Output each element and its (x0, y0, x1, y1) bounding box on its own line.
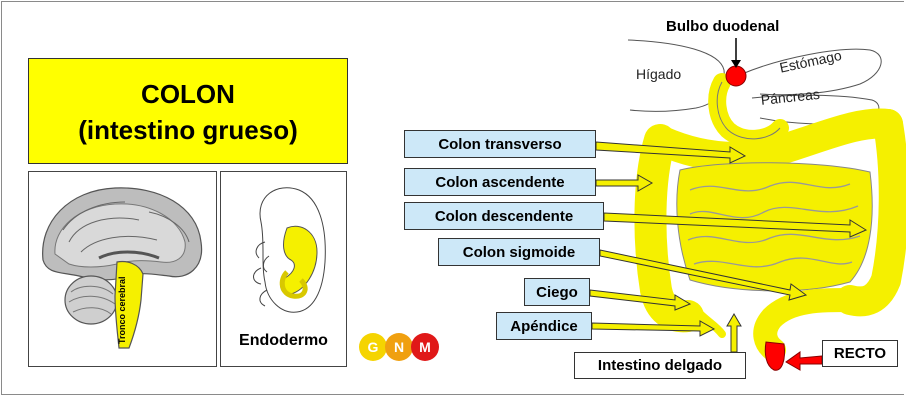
brain-illustration: Tronco cerebral (29, 172, 216, 366)
label-recto: RECTO (822, 340, 898, 367)
label-colon-transverso: Colon transverso (404, 130, 596, 158)
embryo-label: Endodermo (221, 332, 346, 350)
bulbo-duodenal-label: Bulbo duodenal (666, 18, 779, 35)
brain-panel: Tronco cerebral (28, 171, 217, 367)
logo-letter-g: G (368, 339, 379, 355)
title-line-2: (intestino grueso) (29, 115, 347, 146)
embryo-panel: Endodermo (220, 171, 347, 367)
label-colon-descendente: Colon descendente (404, 202, 604, 230)
logo-letter-n: N (394, 339, 404, 355)
title-line-1: COLON (29, 79, 347, 110)
label-colon-sigmoide: Colon sigmoide (438, 238, 600, 266)
label-colon-ascendente: Colon ascendente (404, 168, 596, 196)
brainstem-label: Tronco cerebral (117, 276, 127, 344)
logo-letter-m: M (419, 339, 431, 355)
label-intestino-delgado: Intestino delgado (574, 352, 746, 379)
higado-label: Hígado (636, 66, 681, 82)
title-box: COLON (intestino grueso) (28, 58, 348, 164)
gnm-logo: G N M (356, 330, 442, 364)
label-apendice: Apéndice (496, 312, 592, 340)
label-ciego: Ciego (524, 278, 590, 306)
